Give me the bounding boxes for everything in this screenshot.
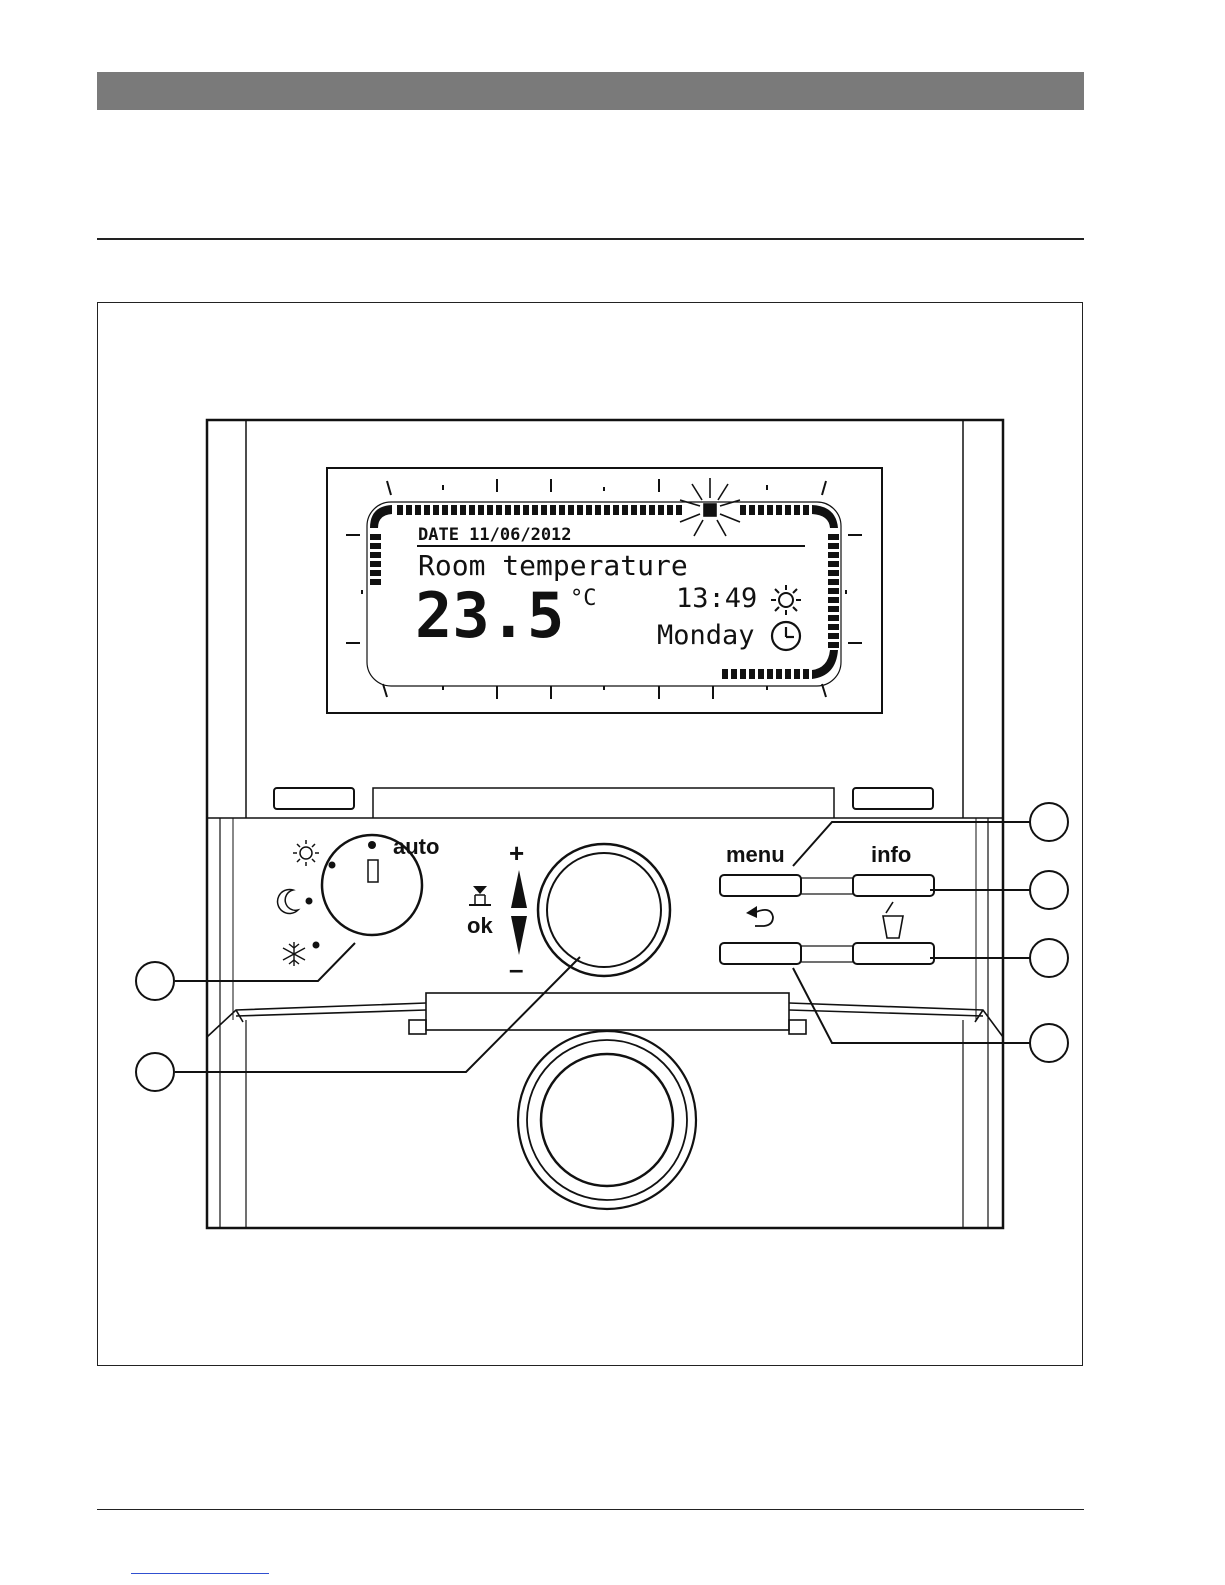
delete-button[interactable] xyxy=(853,943,934,964)
callout-circle xyxy=(136,962,174,1000)
housing-tab-left xyxy=(274,788,354,809)
down-arrow-icon xyxy=(511,916,527,955)
display-weekday: Monday xyxy=(657,620,755,651)
callout-circle xyxy=(1030,871,1068,909)
callout-circle xyxy=(1030,1024,1068,1062)
ok-label: ok xyxy=(467,913,493,938)
program-segments-right xyxy=(812,534,839,679)
display-time: 13:49 xyxy=(676,583,757,614)
callout-circle xyxy=(136,1053,174,1091)
up-arrow-icon xyxy=(511,870,527,908)
menu-label: menu xyxy=(726,842,785,867)
moon-icon xyxy=(278,889,298,913)
press-icon xyxy=(469,886,491,905)
back-arrow-icon xyxy=(755,910,773,926)
frost-mode-dot xyxy=(313,942,320,949)
snowflake-icon xyxy=(283,942,305,966)
lower-knob[interactable] xyxy=(518,1031,696,1209)
info-label: info xyxy=(871,842,911,867)
housing-tab-right xyxy=(853,788,933,809)
rotary-selector-knob[interactable] xyxy=(538,844,670,976)
bin-icon xyxy=(883,916,903,938)
sun-icon xyxy=(771,585,801,615)
minus-label: – xyxy=(509,954,523,984)
program-segments-bottom xyxy=(722,669,809,679)
mode-auto-label: auto xyxy=(393,834,439,859)
auto-dot xyxy=(368,841,376,849)
display-temperature: 23.5 xyxy=(415,579,564,652)
program-segments-left xyxy=(370,534,381,585)
current-time-marker-icon xyxy=(680,478,740,536)
info-button[interactable] xyxy=(853,875,934,896)
clock-icon xyxy=(772,622,800,650)
display-unit: °C xyxy=(570,586,597,611)
plus-label: + xyxy=(509,838,524,868)
day-mode-dot xyxy=(329,862,336,869)
display-date: DATE 11/06/2012 xyxy=(418,525,572,545)
night-mode-dot xyxy=(306,898,313,905)
callout-circle xyxy=(1030,939,1068,977)
menu-button[interactable] xyxy=(720,875,801,896)
callout-circle xyxy=(1030,803,1068,841)
back-button[interactable] xyxy=(720,943,801,964)
display-title: Room temperature xyxy=(418,549,688,582)
sun-icon xyxy=(293,840,319,866)
